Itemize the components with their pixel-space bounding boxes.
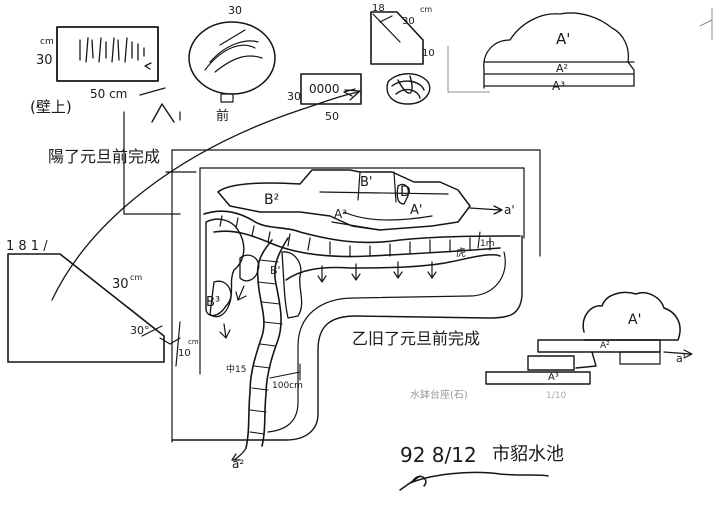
wall-top-note: (壁上) bbox=[30, 98, 72, 116]
dim-10: 10 bbox=[422, 48, 435, 59]
zone-a-right: a' bbox=[504, 203, 515, 217]
note-top: 陽了元旦前完成 bbox=[48, 147, 160, 166]
dim-hu: 虎 bbox=[456, 247, 466, 259]
dim-50cm: 50 cm bbox=[90, 87, 127, 101]
dim-50-box: 50 bbox=[325, 110, 339, 123]
dim-1m: 1m bbox=[480, 239, 495, 249]
rock-stack-sketch bbox=[485, 291, 693, 385]
dim-cm-left: cm bbox=[40, 37, 54, 47]
zone-a2-main: A² bbox=[334, 207, 347, 221]
dim-30-box: 30 bbox=[287, 90, 301, 103]
wall-panel-sketch bbox=[56, 26, 166, 96]
zone-b1: B' bbox=[360, 175, 373, 190]
dim-10-side: 10 bbox=[178, 348, 191, 359]
zone-a3-top: A³ bbox=[552, 79, 565, 93]
rock-elevation-top bbox=[447, 12, 635, 93]
dim-30-slope: 30 bbox=[112, 277, 129, 292]
pond-plan bbox=[123, 111, 541, 461]
dim-30-left: 30 bbox=[36, 53, 53, 68]
zone-a-small: a' bbox=[676, 352, 686, 365]
round-basin-sketch bbox=[188, 21, 276, 103]
zone-a-bottom: a² bbox=[232, 457, 244, 471]
note-bottom: 乙旧了元旦前完成 bbox=[352, 329, 480, 348]
zone-b2: B² bbox=[264, 192, 279, 208]
leader-arrowhead bbox=[344, 89, 361, 101]
dim-cm-slope: cm bbox=[130, 273, 142, 282]
zone-a2-right: A² bbox=[600, 341, 610, 351]
zone-b3: B³ bbox=[206, 295, 220, 310]
page-corner-mark bbox=[699, 8, 713, 40]
faint-caption: 水鉢台座(石) bbox=[410, 388, 468, 401]
dim-100cm: 100cm bbox=[272, 381, 303, 391]
dim-30-circle: 30 bbox=[228, 4, 242, 17]
dim-cm-side: cm bbox=[188, 338, 199, 346]
zone-a1-main: A' bbox=[410, 203, 422, 218]
dim-18: 18 bbox=[372, 3, 385, 14]
dim-cm-sq: cm bbox=[420, 5, 432, 14]
dim-30-sq: 30 bbox=[402, 16, 415, 27]
front-mark: 前 bbox=[216, 108, 229, 124]
dim-15: 中15 bbox=[226, 363, 246, 375]
signature-block bbox=[399, 471, 549, 491]
sign-date: 92 8/12 bbox=[400, 443, 477, 467]
arrow-up-mark bbox=[151, 103, 175, 123]
zone-a3-right: A³ bbox=[548, 372, 559, 383]
zone-a1-right: A' bbox=[628, 312, 641, 328]
zone-a2-top: A² bbox=[556, 62, 568, 75]
leader-curve bbox=[51, 91, 359, 301]
slope-profile-sketch bbox=[7, 253, 181, 367]
corner-block-sketch bbox=[370, 11, 431, 105]
zone-a1-top: A' bbox=[556, 30, 570, 48]
zone-d: D bbox=[400, 184, 411, 200]
sign-title: 市貂水池 bbox=[492, 444, 564, 465]
dim-18-side: 1 8 1 / bbox=[6, 239, 48, 254]
zone-b-right: B' bbox=[270, 264, 281, 277]
angle-30: 30° bbox=[130, 324, 150, 337]
box-pattern: 0000 bbox=[309, 82, 340, 96]
faint-right: 1/10 bbox=[546, 391, 566, 401]
